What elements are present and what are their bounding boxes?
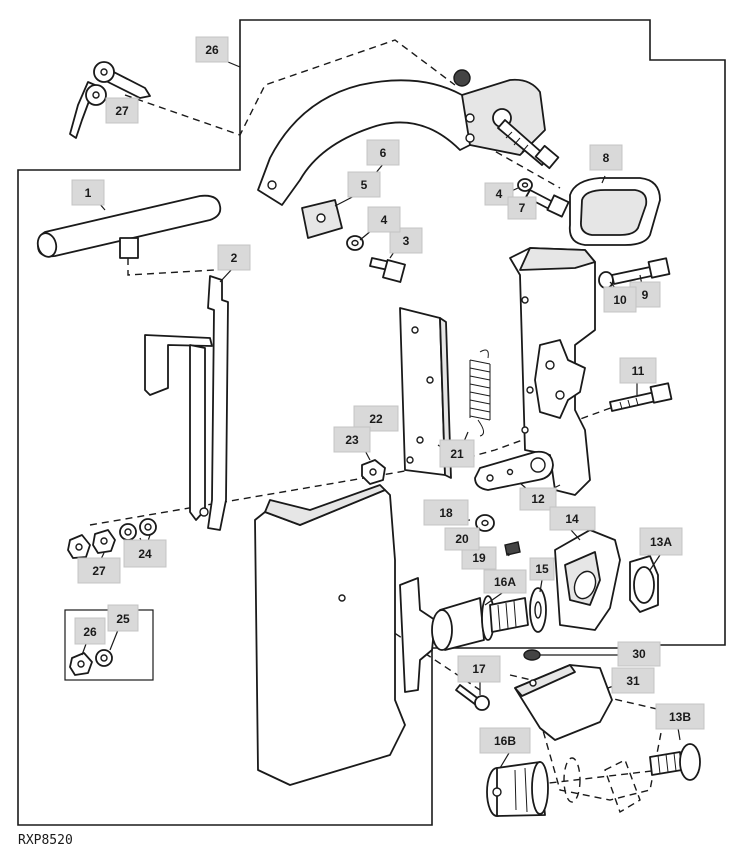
callout-label: 21 [439,439,475,468]
cover-housing-part-18 [254,484,436,786]
svg-text:12: 12 [531,492,545,506]
washer-screw-parts-19-20 [475,514,521,556]
svg-text:16A: 16A [494,575,516,589]
svg-text:3: 3 [403,234,410,248]
callout-label: 27 [77,557,121,584]
svg-text:19: 19 [472,551,486,565]
svg-text:10: 10 [613,293,627,307]
svg-text:9: 9 [642,288,649,302]
callout-label: 8 [589,144,623,171]
callout-label: 11 [619,357,657,384]
svg-text:16B: 16B [494,734,516,748]
callout-label: 30 [617,641,661,667]
svg-text:27: 27 [115,104,129,118]
svg-text:26: 26 [83,625,97,639]
svg-text:4: 4 [496,187,503,201]
svg-text:8: 8 [603,151,610,165]
callout-label: 25 [107,604,139,632]
svg-text:7: 7 [519,201,526,215]
svg-text:30: 30 [632,647,646,661]
mounting-plate-part-22 [399,307,452,479]
svg-text:31: 31 [626,674,640,688]
callout-label: 17 [457,655,501,683]
figure-code: RXP8520 [18,833,73,848]
callout-label: 12 [519,487,557,511]
svg-text:14: 14 [565,512,579,526]
svg-text:15: 15 [535,562,549,576]
bracket-part-14 [554,529,621,631]
callout-label: 24 [123,539,167,568]
callout-label: 23 [333,426,371,453]
callout-label: 4 [367,206,401,233]
svg-text:5: 5 [361,178,368,192]
svg-text:1: 1 [85,186,92,200]
callout-label: 27 [105,97,139,124]
callout-label: 20 [444,527,480,551]
svg-text:6: 6 [380,146,387,160]
callout-label: 26 [74,617,106,645]
callout-label: 13A [639,527,683,556]
bolt-washer-parts-15-16a [431,587,547,651]
svg-text:27: 27 [92,564,106,578]
screw-part-17 [455,684,490,711]
svg-text:11: 11 [632,364,645,378]
callout-label: 31 [611,667,655,694]
callout-label: 16B [479,727,531,754]
svg-text:21: 21 [450,447,464,461]
svg-text:13A: 13A [650,535,672,549]
callout-label: 13B [655,703,705,730]
washer-bolt-parts-4-7 [517,178,570,218]
cap-cover-parts-30-31 [514,649,613,741]
svg-text:17: 17 [472,662,486,676]
callout-label: 5 [347,171,381,198]
svg-text:20: 20 [455,532,469,546]
callout-label: 16A [483,569,527,594]
svg-text:18: 18 [439,506,453,520]
callout-label: 10 [603,286,637,313]
grip-bar-part-1 [36,194,222,259]
spring-part-21 [469,349,491,437]
nut-part-23 [361,459,386,485]
callout-label: 18 [423,499,469,526]
callout-label: 2 [217,244,251,271]
svg-text:13B: 13B [669,710,691,724]
link-plate-part-12 [474,450,554,491]
svg-text:22: 22 [369,412,383,426]
callout-label: 1 [71,179,105,206]
nuts-washers-parts-24-27 [67,518,157,559]
callout-label: 4 [484,182,514,206]
ring-pad-part-8 [568,177,661,246]
svg-text:26: 26 [205,43,219,57]
svg-text:24: 24 [138,547,152,561]
callout-label: 26 [195,36,229,63]
washer-bolt-parts-9-10 [598,257,671,289]
svg-text:25: 25 [116,612,130,626]
bolt-part-11 [609,382,673,412]
svg-text:2: 2 [231,251,238,265]
nut-part-13a [629,555,659,613]
hardware-part-13b [563,743,701,814]
svg-text:23: 23 [345,433,359,447]
spacer-washer-bolt-parts-3-4-5 [301,199,406,283]
svg-text:4: 4 [381,213,388,227]
latch-body [509,247,596,496]
linkage-rod-part-2 [144,275,229,531]
callout-label: 6 [366,139,400,166]
callout-label: 15 [529,557,555,581]
callout-label: 14 [549,506,596,531]
bushing-part-16b [486,761,549,817]
keys-part-29 [69,61,151,139]
handle-arch-part-6 [257,69,560,206]
callout-label: 7 [507,196,537,220]
